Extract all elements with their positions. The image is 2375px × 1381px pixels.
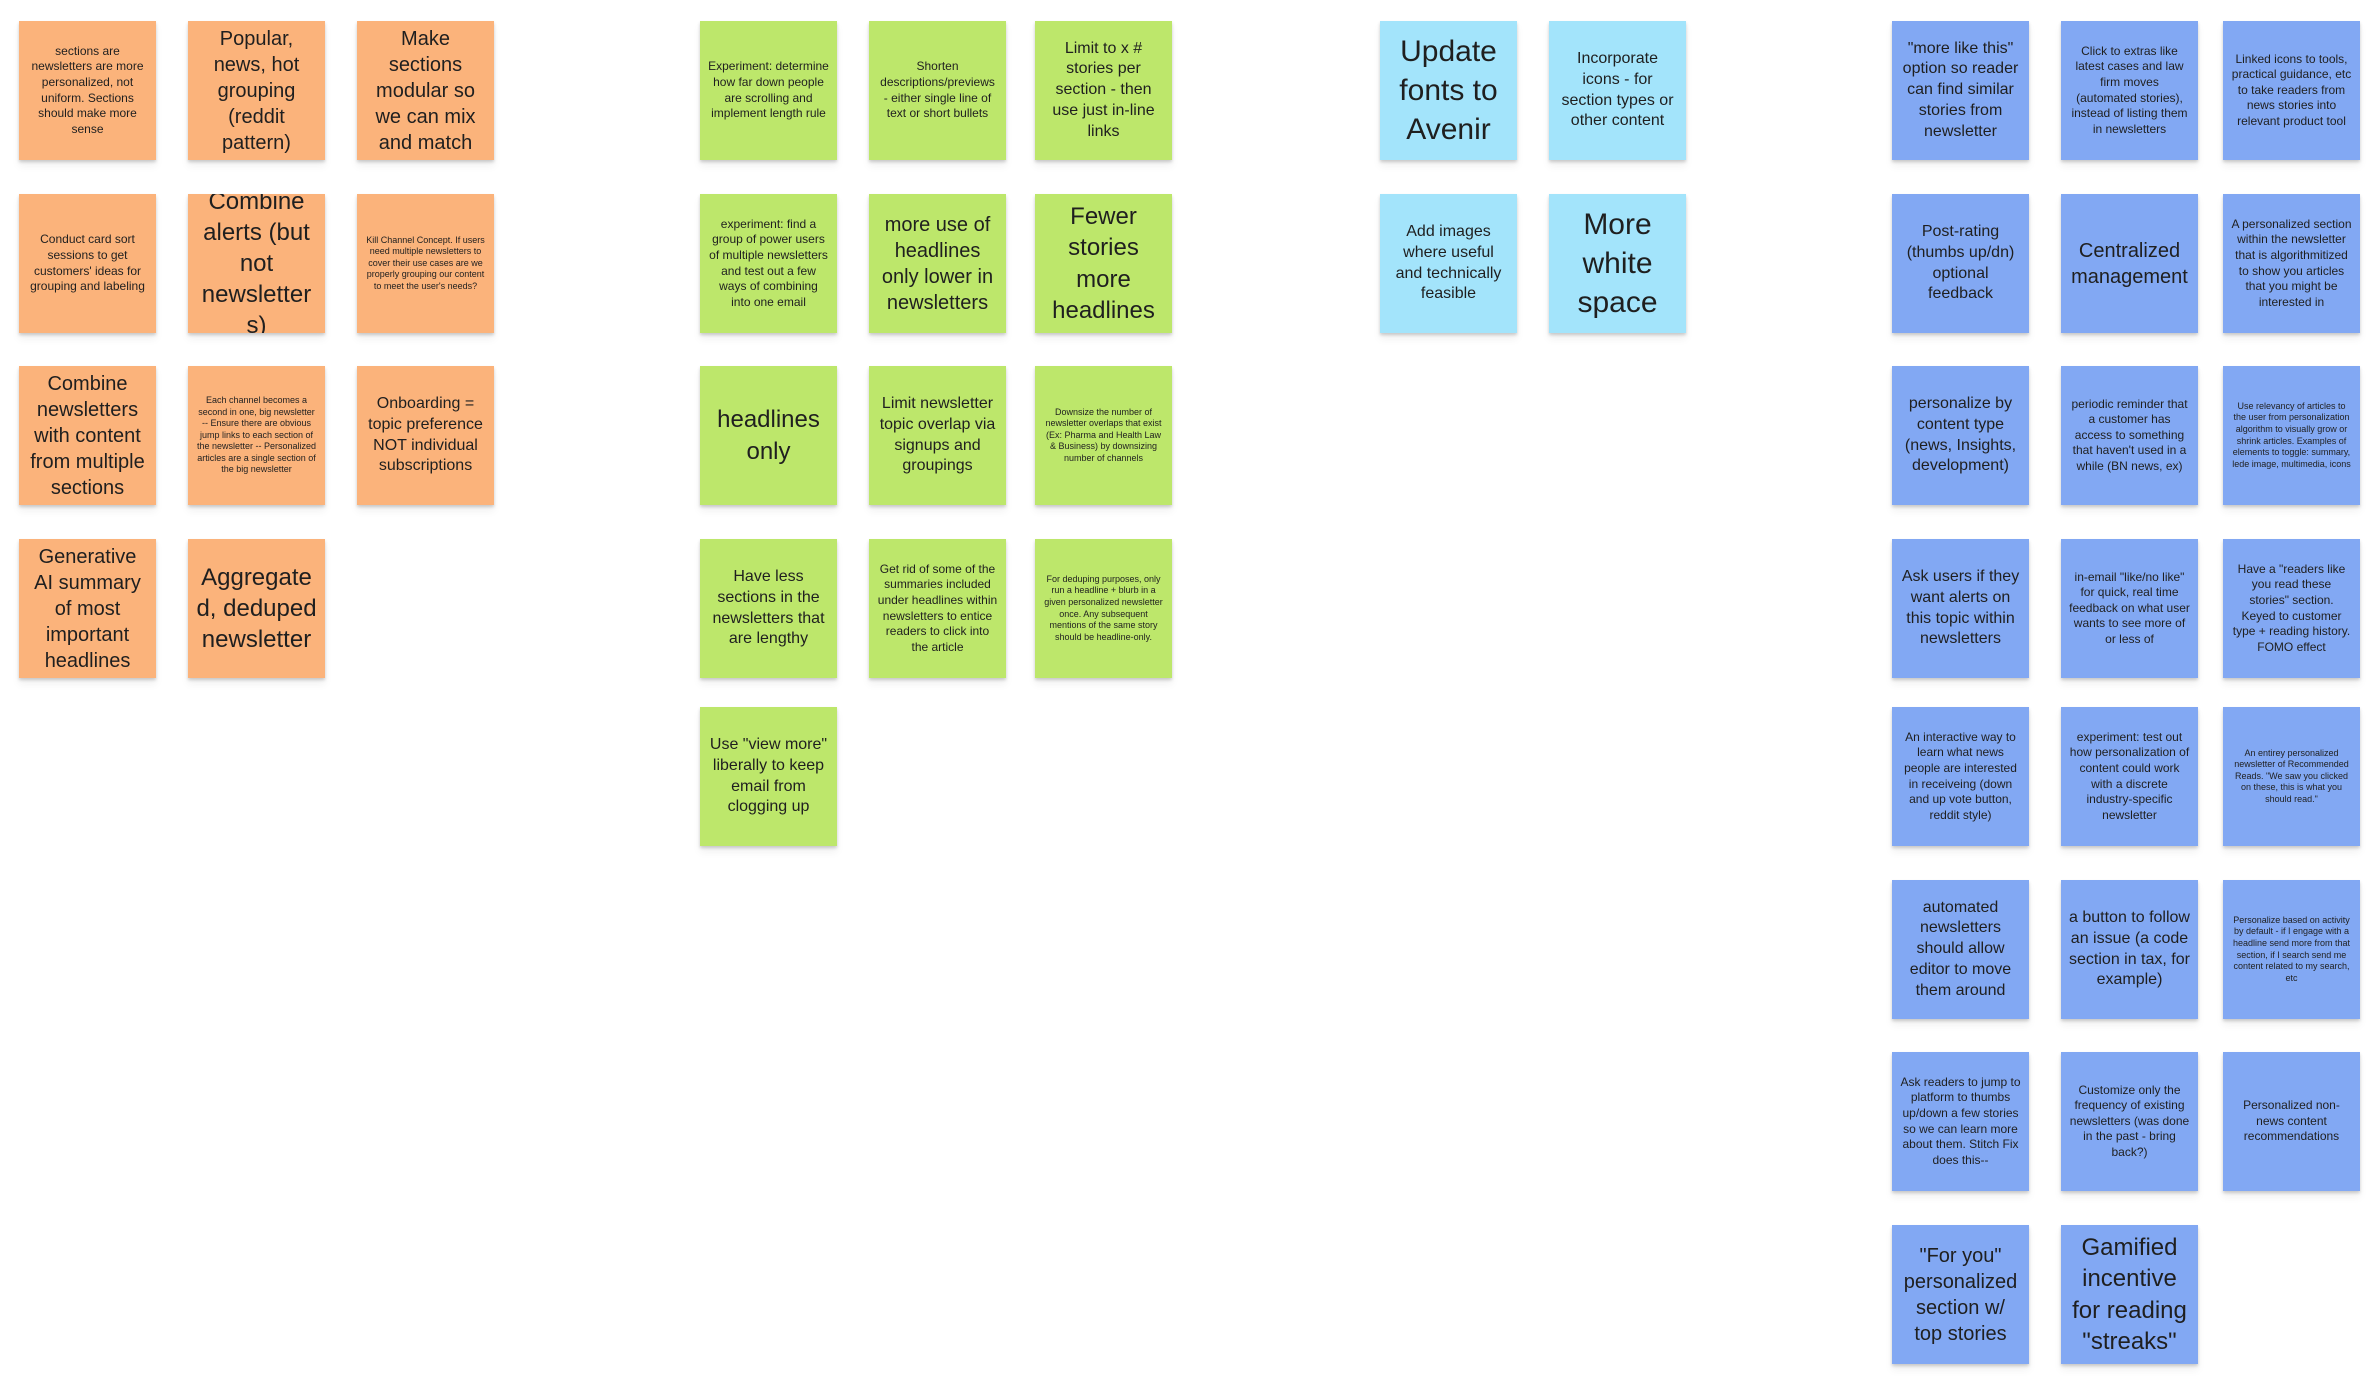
sticky-note[interactable]: Experiment: determine how far down peopl…	[700, 21, 837, 160]
sticky-note[interactable]: Use relevancy of articles to the user fr…	[2223, 366, 2360, 505]
sticky-note[interactable]: Gamified incentive for reading "streaks"	[2061, 1225, 2198, 1364]
sticky-note[interactable]: Kill Channel Concept. If users need mult…	[357, 194, 494, 333]
sticky-note[interactable]: Combine alerts (but not newsletters)	[188, 194, 325, 333]
sticky-note[interactable]: Click to extras like latest cases and la…	[2061, 21, 2198, 160]
sticky-note[interactable]: experiment: test out how personalization…	[2061, 707, 2198, 846]
sticky-note[interactable]: Limit newsletter topic overlap via signu…	[869, 366, 1006, 505]
sticky-note[interactable]: Get rid of some of the summaries include…	[869, 539, 1006, 678]
sticky-note[interactable]: a button to follow an issue (a code sect…	[2061, 880, 2198, 1019]
sticky-note[interactable]: headlines only	[700, 366, 837, 505]
sticky-note[interactable]: automated newsletters should allow edito…	[1892, 880, 2029, 1019]
sticky-note[interactable]: "For you" personalized section w/ top st…	[1892, 1225, 2029, 1364]
sticky-note[interactable]: Make sections modular so we can mix and …	[357, 21, 494, 160]
sticky-note[interactable]: Downsize the number of newsletter overla…	[1035, 366, 1172, 505]
sticky-note[interactable]: Onboarding = topic preference NOT indivi…	[357, 366, 494, 505]
sticky-note[interactable]: Ask readers to jump to platform to thumb…	[1892, 1052, 2029, 1191]
sticky-note[interactable]: Aggregated, deduped newsletter	[188, 539, 325, 678]
sticky-note[interactable]: experiment: find a group of power users …	[700, 194, 837, 333]
sticky-note[interactable]: An entirey personalized newsletter of Re…	[2223, 707, 2360, 846]
sticky-note[interactable]: Fewer stories more headlines	[1035, 194, 1172, 333]
sticky-note[interactable]: Centralized management	[2061, 194, 2198, 333]
sticky-note[interactable]: Have less sections in the newsletters th…	[700, 539, 837, 678]
sticky-note[interactable]: Combine newsletters with content from mu…	[19, 366, 156, 505]
sticky-note[interactable]: Linked icons to tools, practical guidanc…	[2223, 21, 2360, 160]
sticky-note[interactable]: More white space	[1549, 194, 1686, 333]
sticky-note[interactable]: Have a "readers like you read these stor…	[2223, 539, 2360, 678]
sticky-note[interactable]: personalize by content type (news, Insig…	[1892, 366, 2029, 505]
sticky-note[interactable]: Incorporate icons - for section types or…	[1549, 21, 1686, 160]
sticky-note[interactable]: "more like this" option so reader can fi…	[1892, 21, 2029, 160]
sticky-note[interactable]: Add images where useful and technically …	[1380, 194, 1517, 333]
sticky-note[interactable]: more use of headlines only lower in news…	[869, 194, 1006, 333]
sticky-note[interactable]: Conduct card sort sessions to get custom…	[19, 194, 156, 333]
sticky-note[interactable]: periodic reminder that a customer has ac…	[2061, 366, 2198, 505]
sticky-note[interactable]: A personalized section within the newsle…	[2223, 194, 2360, 333]
sticky-note[interactable]: Post-rating (thumbs up/dn) optional feed…	[1892, 194, 2029, 333]
sticky-note[interactable]: Update fonts to Avenir	[1380, 21, 1517, 160]
sticky-note[interactable]: sections are newsletters are more person…	[19, 21, 156, 160]
sticky-note[interactable]: Generative AI summary of most important …	[19, 539, 156, 678]
sticky-note[interactable]: Each channel becomes a second in one, bi…	[188, 366, 325, 505]
sticky-note[interactable]: Personalized non-news content recommenda…	[2223, 1052, 2360, 1191]
sticky-note[interactable]: Shorten descriptions/previews - either s…	[869, 21, 1006, 160]
sticky-note[interactable]: Customize only the frequency of existing…	[2061, 1052, 2198, 1191]
sticky-note[interactable]: Limit to x # stories per section - then …	[1035, 21, 1172, 160]
sticky-note[interactable]: Ask users if they want alerts on this to…	[1892, 539, 2029, 678]
sticky-note[interactable]: For deduping purposes, only run a headli…	[1035, 539, 1172, 678]
sticky-note[interactable]: Personalize based on activity by default…	[2223, 880, 2360, 1019]
sticky-note[interactable]: Use "view more" liberally to keep email …	[700, 707, 837, 846]
sticky-note[interactable]: An interactive way to learn what news pe…	[1892, 707, 2029, 846]
sticky-note[interactable]: Popular, news, hot grouping (reddit patt…	[188, 21, 325, 160]
sticky-note[interactable]: in-email "like/no like" for quick, real …	[2061, 539, 2198, 678]
